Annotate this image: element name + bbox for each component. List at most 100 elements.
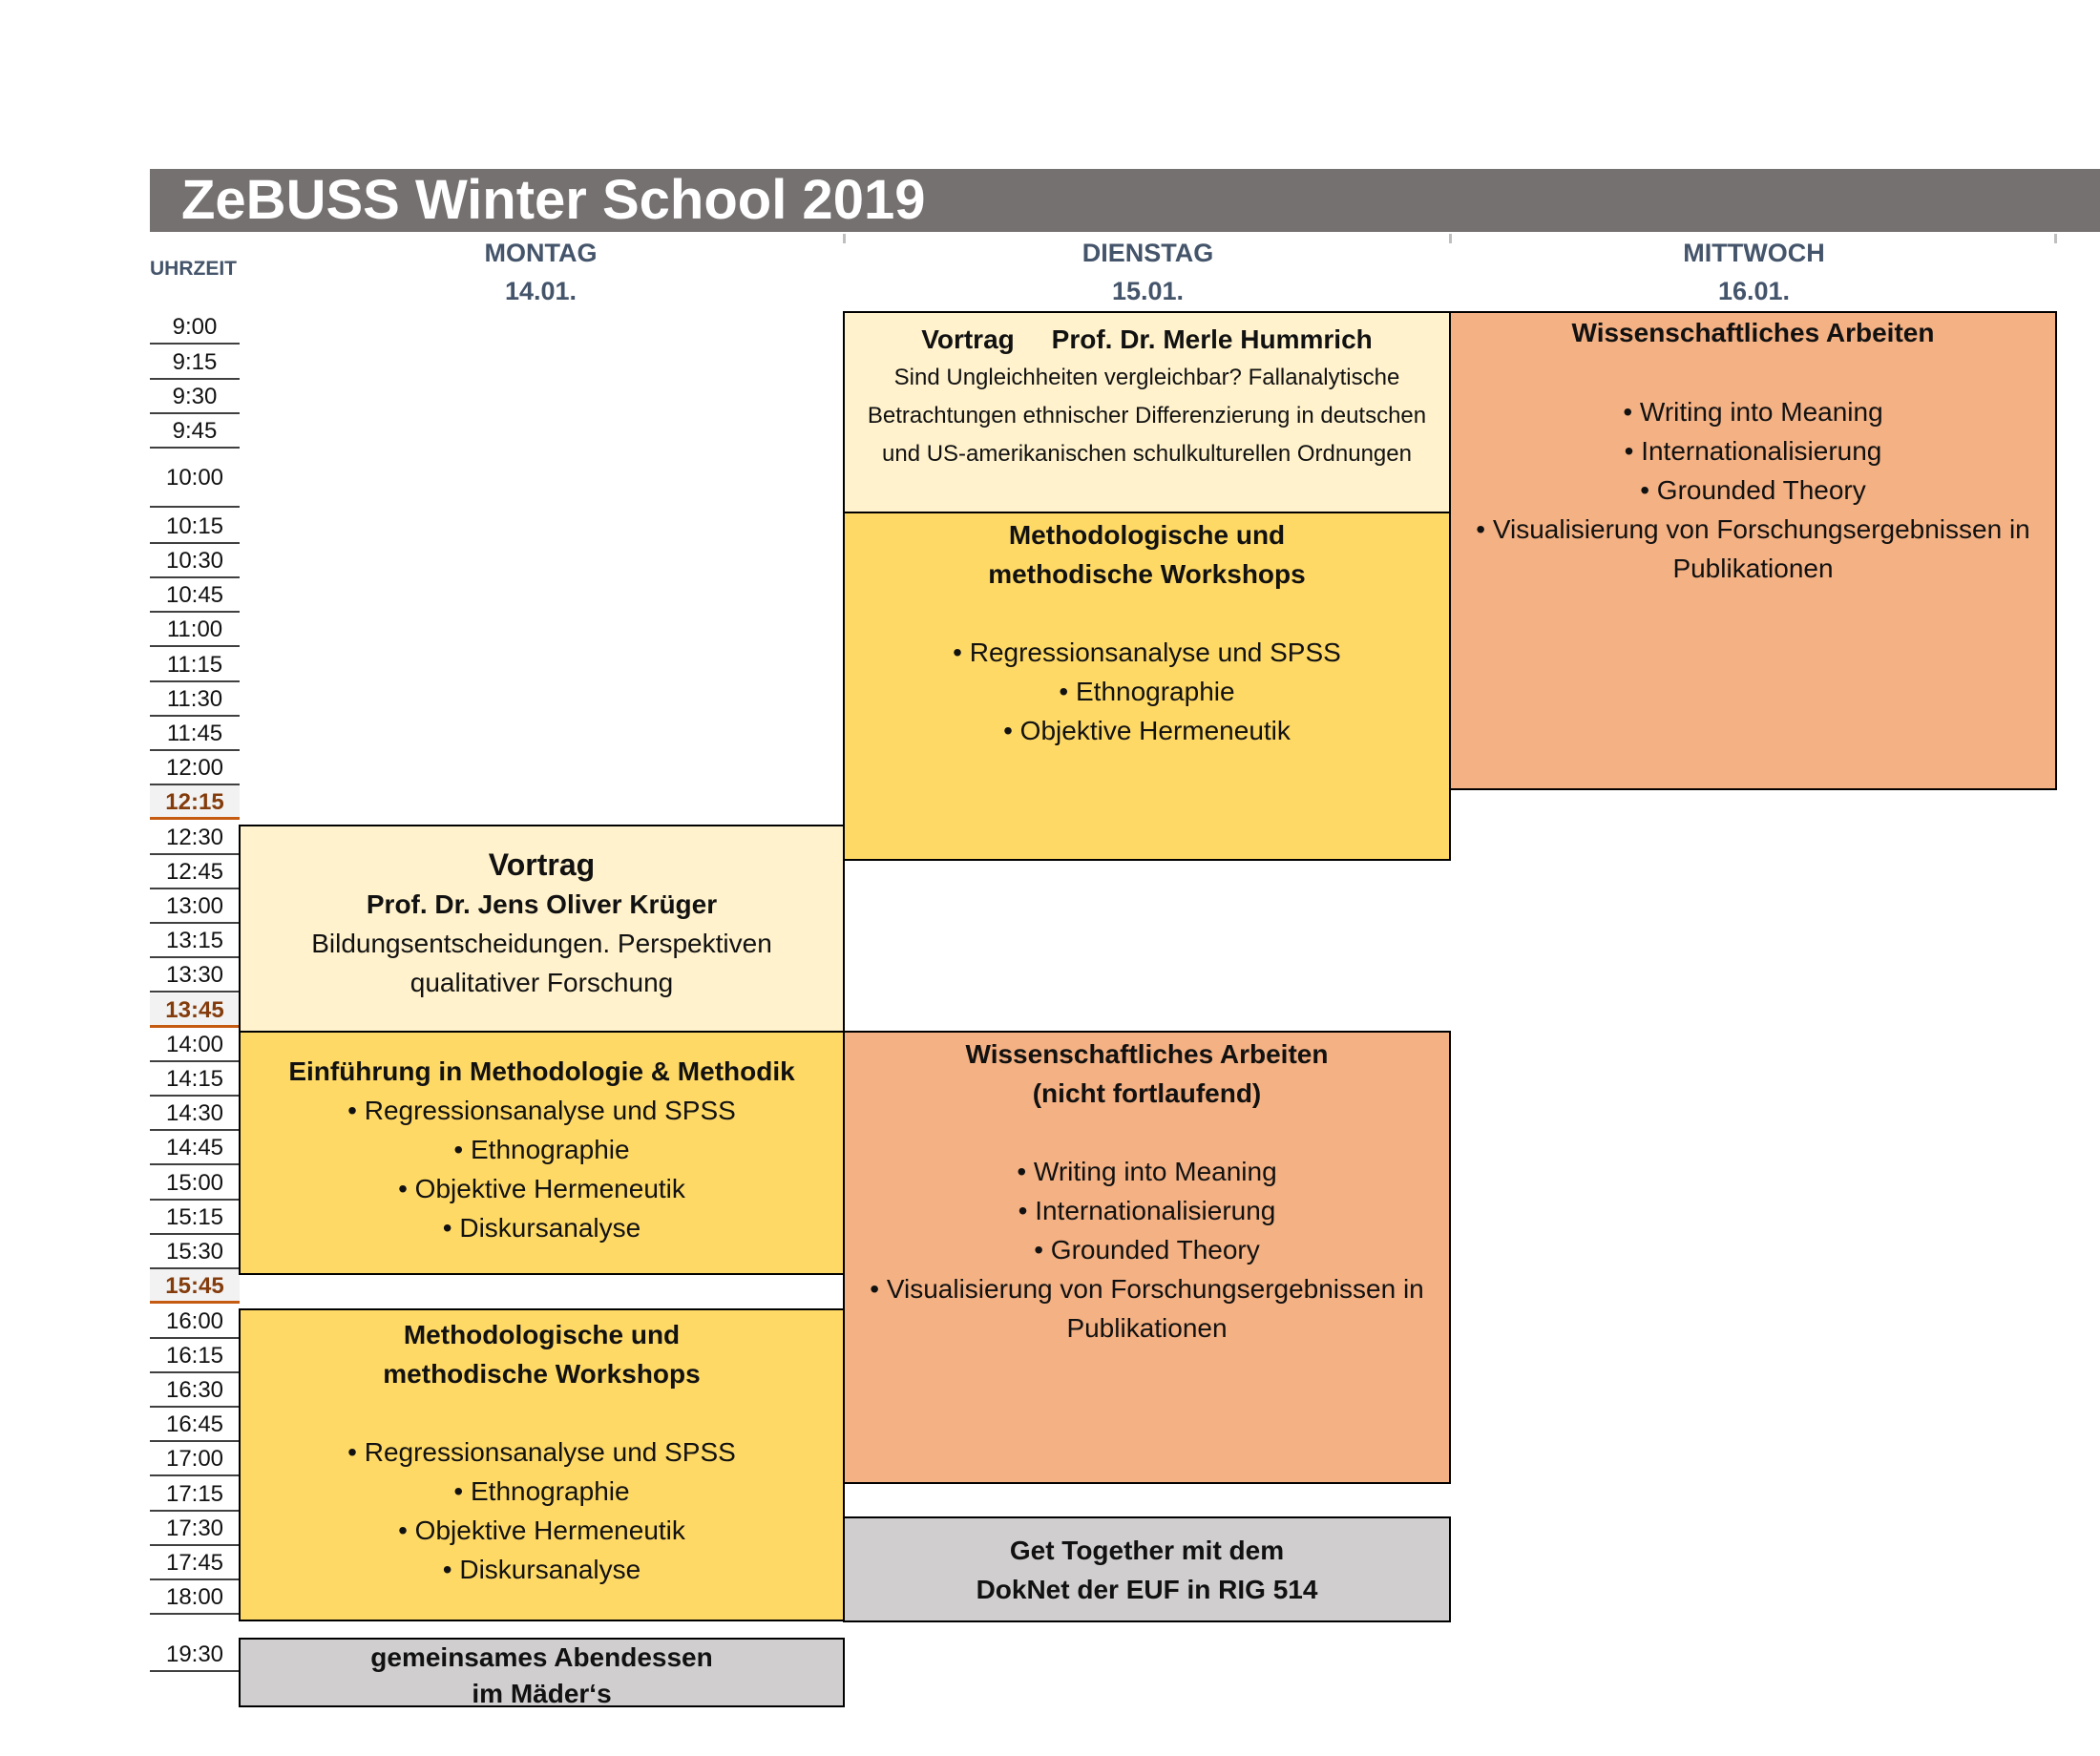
list-item: • Ethnographie [453, 1476, 630, 1506]
time-slot: 13:15 [150, 924, 240, 959]
time-slot: 10:30 [150, 544, 240, 579]
day-name: MITTWOCH [1683, 239, 1825, 267]
time-slot: 17:45 [150, 1546, 240, 1581]
time-slot: 9:30 [150, 380, 240, 415]
time-slot: 9:45 [150, 414, 240, 449]
time-slot: 15:45 [150, 1269, 240, 1305]
time-slot: 17:00 [150, 1442, 240, 1477]
title-bar [150, 169, 2100, 232]
time-slot: 11:15 [150, 648, 240, 683]
column-header-tuesday: DIENSTAG 15.01. [845, 234, 1451, 310]
dinner-line: gemeinsames Abendessen [370, 1642, 713, 1672]
list-item: • Regressionsanalyse und SPSS [953, 638, 1341, 667]
page-title: ZeBUSS Winter School 2019 [181, 169, 926, 231]
list-item: Publikationen [1672, 554, 1834, 583]
time-slot: 14:15 [150, 1062, 240, 1098]
day-date: 14.01. [504, 277, 578, 305]
talk-title-line: Sind Ungleichheiten vergleichbar? Fallan… [893, 365, 1400, 390]
list-item: • Objektive Hermeneutik [398, 1174, 685, 1203]
list-item: • Regressionsanalyse und SPSS [347, 1437, 736, 1467]
day-name: DIENSTAG [1082, 239, 1214, 267]
monday-einfuehrung-box: Einführung in Methodologie & Methodik • … [239, 1031, 845, 1275]
time-slot: 9:15 [150, 345, 240, 381]
session-title: methodische Workshops [383, 1359, 701, 1389]
list-item: Publikationen [1066, 1313, 1228, 1343]
time-slot: 12:00 [150, 751, 240, 786]
list-item: • Internationalisierung [1624, 436, 1882, 466]
monday-workshops-box: Methodologische und methodische Workshop… [239, 1308, 845, 1621]
list-item: • Grounded Theory [1034, 1235, 1260, 1265]
tuesday-workshops-box: Methodologische und methodische Workshop… [843, 512, 1451, 861]
time-slot: 16:45 [150, 1408, 240, 1443]
time-slot: 16:15 [150, 1339, 240, 1374]
session-title: Wissenschaftliches Arbeiten [965, 1039, 1329, 1069]
time-slot: 10:45 [150, 578, 240, 614]
time-column-header: UHRZEIT [150, 258, 237, 280]
session-title: Einführung in Methodologie & Methodik [288, 1056, 795, 1086]
tuesday-wiss-box: Wissenschaftliches Arbeiten (nicht fortl… [843, 1031, 1451, 1484]
talk-title-line: qualitativer Forschung [410, 968, 674, 997]
time-slot: 11:30 [150, 682, 240, 718]
time-slot: 13:45 [150, 993, 240, 1029]
list-item: • Objektive Hermeneutik [1003, 716, 1291, 745]
time-slot: 19:30 [150, 1638, 240, 1673]
time-slot: 12:30 [150, 821, 240, 856]
list-item: • Ethnographie [453, 1135, 630, 1164]
session-title: Methodologische und [403, 1320, 681, 1349]
time-slot: 18:00 [150, 1580, 240, 1616]
tuesday-vortrag-box: Vortrag Prof. Dr. Merle Hummrich Sind Un… [843, 311, 1451, 513]
time-slot: 15:15 [150, 1201, 240, 1236]
wednesday-wiss-box: Wissenschaftliches Arbeiten • Writing in… [1449, 311, 2057, 790]
time-slot: 15:00 [150, 1166, 240, 1202]
list-item: • Diskursanalyse [442, 1213, 641, 1243]
list-item: • Grounded Theory [1640, 475, 1866, 505]
talk-title-line: und US-amerikanischen schulkulturellen O… [882, 441, 1412, 467]
time-slot: 10:15 [150, 510, 240, 545]
vortrag-header: Vortrag Prof. Dr. Merle Hummrich [845, 321, 1449, 359]
time-slot: 15:30 [150, 1235, 240, 1270]
vortrag-label: Vortrag [921, 324, 1015, 354]
time-slot: 12:15 [150, 785, 240, 821]
session-title: methodische Workshops [988, 559, 1306, 589]
column-divider [1449, 234, 1452, 243]
time-slot: 14:30 [150, 1097, 240, 1132]
list-item: • Diskursanalyse [442, 1555, 641, 1584]
time-slot: 12:45 [150, 855, 240, 890]
list-item: • Regressionsanalyse und SPSS [347, 1096, 736, 1125]
talk-title-line: Bildungsentscheidungen. Perspektiven [311, 929, 772, 958]
list-item: • Ethnographie [1059, 677, 1235, 706]
time-slot: 13:30 [150, 958, 240, 993]
time-slot: 16:30 [150, 1373, 240, 1409]
speaker: Prof. Dr. Jens Oliver Krüger [366, 889, 718, 919]
time-slot: 13:00 [150, 889, 240, 925]
list-item: • Visualisierung von Forschungsergebniss… [870, 1274, 1424, 1304]
list-item: • Objektive Hermeneutik [398, 1516, 685, 1545]
time-slot: 10:00 [150, 449, 240, 508]
time-slot: 17:30 [150, 1512, 240, 1547]
monday-vortrag-box: Vortrag Prof. Dr. Jens Oliver Krüger Bil… [239, 825, 845, 1033]
day-date: 16.01. [1717, 277, 1791, 305]
day-date: 15.01. [1111, 277, 1185, 305]
session-title: Wissenschaftliches Arbeiten [1571, 318, 1935, 347]
time-slot: 14:00 [150, 1028, 240, 1063]
time-slot: 11:45 [150, 717, 240, 752]
session-title: Methodologische und [1008, 520, 1286, 550]
dinner-line: im Mäder‘s [472, 1679, 612, 1708]
monday-dinner-box: gemeinsames Abendessen im Mäder‘s [239, 1638, 845, 1708]
time-slot: 9:00 [150, 310, 240, 345]
vortrag-title: Vortrag [488, 847, 596, 882]
column-divider [843, 234, 846, 243]
list-item: • Writing into Meaning [1017, 1157, 1277, 1186]
time-slot: 14:45 [150, 1131, 240, 1166]
list-item: • Internationalisierung [1018, 1196, 1276, 1225]
day-name: MONTAG [484, 239, 598, 267]
gettogether-line: Get Together mit dem [1009, 1536, 1285, 1565]
talk-title-line: Betrachtungen ethnischer Differenzierung… [867, 403, 1427, 429]
column-header-wednesday: MITTWOCH 16.01. [1451, 234, 2057, 310]
session-subtitle: (nicht fortlaufend) [1032, 1078, 1262, 1108]
tuesday-gettogether-box: Get Together mit dem DokNet der EUF in R… [843, 1516, 1451, 1622]
time-slot: 16:00 [150, 1305, 240, 1340]
column-divider [2054, 234, 2057, 243]
time-slot: 17:15 [150, 1477, 240, 1513]
time-slot: 11:00 [150, 613, 240, 648]
